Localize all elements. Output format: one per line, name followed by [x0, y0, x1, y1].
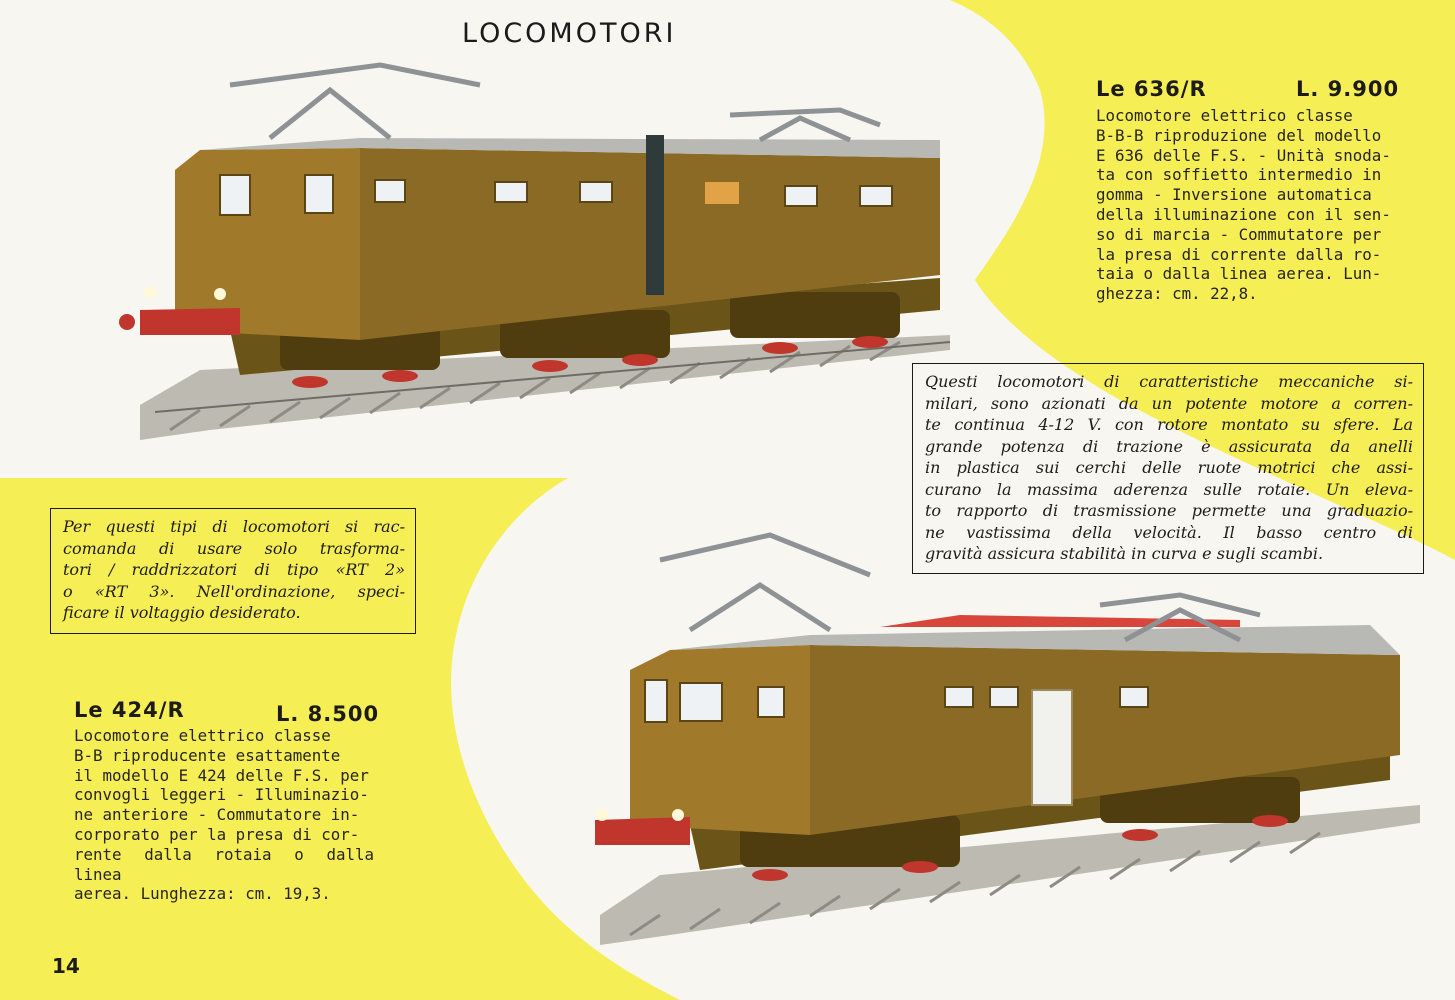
- page-number: 14: [52, 954, 80, 978]
- note-line: ficare il voltaggio desiderato.: [63, 603, 301, 622]
- description-line: B-B-B riproduzione del modello: [1096, 125, 1382, 145]
- note-line: milari, sono azionati da un potente moto…: [925, 393, 1413, 413]
- description-line: la presa di corrente dalla ro-: [1096, 244, 1382, 264]
- description-line: E 636 delle F.S. - Unità snoda-: [1096, 145, 1391, 165]
- locomotive-e424-illustration: [595, 532, 1420, 945]
- product-636-description: Locomotore elettrico classe B-B-B riprod…: [1096, 106, 1392, 304]
- description-line: ta con soffietto intermedio in: [1096, 165, 1382, 185]
- note-line: tori / raddrizzatori di tipo «RT 2»: [63, 560, 405, 579]
- note-line: comanda di usare solo trasforma-: [63, 538, 405, 558]
- description-line: taia o dalla linea aerea. Lun-: [1096, 264, 1382, 284]
- description-line: aerea. Lunghezza: cm. 19,3.: [74, 884, 331, 904]
- note-line: gravità assicura stabilità in curva e su…: [925, 544, 1324, 563]
- product-636-price: L. 9.900: [1296, 77, 1400, 101]
- description-line: Locomotore elettrico classe: [74, 726, 331, 745]
- description-line: Locomotore elettrico classe: [1096, 106, 1353, 125]
- note-line: Per questi tipi di locomotori si rac-: [63, 517, 405, 536]
- description-line: rente dalla rotaia o dalla linea: [74, 844, 374, 884]
- description-line: gomma - Inversione automatica: [1096, 185, 1372, 205]
- product-424-price: L. 8.500: [276, 702, 380, 726]
- product-424-description: Locomotore elettrico classe B-B riproduc…: [74, 726, 374, 904]
- note-line: ne vastissima della velocità. Il basso c…: [925, 522, 1413, 542]
- description-line: corporato per la presa di cor-: [74, 824, 360, 844]
- product-636-model: Le 636/R: [1096, 77, 1207, 101]
- description-line: so di marcia - Commutatore per: [1096, 224, 1382, 244]
- product-424-model: Le 424/R: [74, 698, 185, 722]
- note-line: te continua 4-12 V. con rotore montato s…: [925, 415, 1413, 434]
- page-title: LOCOMOTORI: [462, 18, 677, 49]
- description-line: il modello E 424 delle F.S. per: [74, 765, 369, 785]
- transformer-note-box: Per questi tipi di locomotori si rac- co…: [50, 508, 416, 634]
- locomotive-e636-illustration: [119, 62, 951, 440]
- note-line: grande potenza di trazione è assicurata …: [925, 436, 1413, 456]
- note-line: o «RT 3». Nell'ordinazione, speci-: [63, 581, 405, 601]
- description-line: ghezza: cm. 22,8.: [1096, 284, 1258, 304]
- description-line: della illuminazione con il sen-: [1096, 204, 1391, 224]
- description-line: convogli leggeri - Illuminazio-: [74, 785, 369, 805]
- description-line: B-B riproducente esattamente: [74, 745, 341, 765]
- note-line: Questi locomotori di caratteristiche mec…: [925, 372, 1413, 391]
- note-line: in plastica sui cerchi delle ruote motri…: [925, 458, 1413, 477]
- note-line: to rapporto di trasmissione permette una…: [925, 501, 1413, 520]
- motor-note-box: Questi locomotori di caratteristiche mec…: [912, 363, 1424, 574]
- note-line: curano la massima aderenza sulle rotaie.…: [925, 479, 1413, 499]
- description-line: ne anteriore - Commutatore in-: [74, 805, 360, 825]
